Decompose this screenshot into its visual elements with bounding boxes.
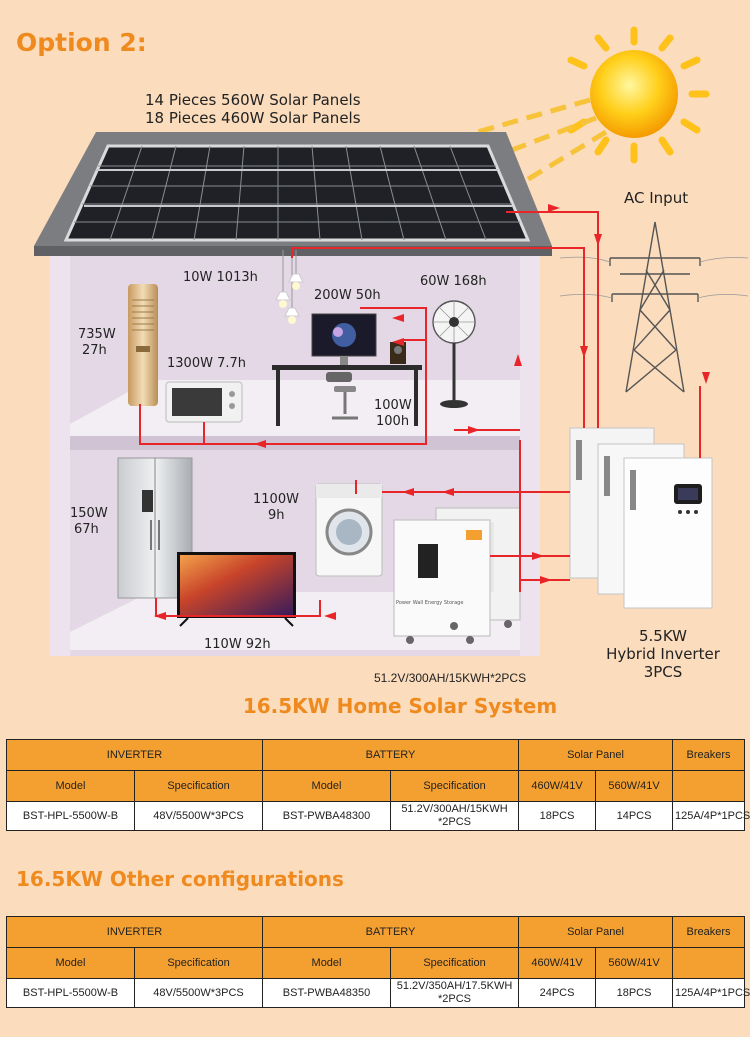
breakers-cell: 125A/4P*1PCS [672, 801, 750, 831]
battery-units-icon [393, 507, 521, 644]
power-wiring [139, 211, 701, 617]
solar-system-diagram [34, 26, 749, 656]
breakers-cell: 125A/4P*1PCS [672, 978, 750, 1008]
spec-table-other: INVERTER BATTERY Solar Panel Breakers Mo… [5, 916, 750, 1008]
battery-model-header: Model [262, 947, 392, 979]
transmission-tower-icon [609, 221, 701, 393]
other-configurations-title: 16.5KW Other configurations [16, 867, 344, 891]
ac-input-label: AC Input [624, 189, 689, 207]
battery-header: BATTERY [262, 916, 520, 948]
inverter-model-header: Model [6, 770, 135, 802]
spec-table-main: INVERTER BATTERY Solar Panel Breakers Mo… [5, 739, 750, 831]
inverter-model-cell: BST-HPL-5500W-B [6, 801, 135, 831]
solar-panels-label-line2: 18 Pieces 460W Solar Panels [145, 109, 361, 127]
microwave-label: 1300W 7.7h [167, 356, 246, 371]
panel-560-cell: 18PCS [595, 978, 674, 1008]
sun-icon [567, 26, 710, 164]
option-title: Option 2: [16, 28, 147, 57]
panel-460-header: 460W/41V [518, 947, 597, 979]
battery-header: BATTERY [262, 739, 520, 771]
inverter-spec-header: Specification [133, 947, 264, 979]
inverter-model-cell: BST-HPL-5500W-B [6, 978, 135, 1008]
battery-spec-cell: 51.2V/300AH/15KWH*2PCS [390, 801, 520, 831]
breakers-sub-header [672, 947, 746, 979]
flow-arrows [154, 204, 710, 620]
solar-panel-header: Solar Panel [518, 739, 674, 771]
inverter-header: INVERTER [5, 739, 264, 771]
breakers-sub-header [672, 770, 746, 802]
fridge-label-power: 150W [70, 506, 108, 521]
tv-label: 110W 92h [204, 637, 271, 652]
battery-model-cell: BST-PWBA48300 [262, 801, 392, 831]
inverter-spec-header: Specification [133, 770, 264, 802]
battery-label: 51.2V/300AH/15KWH*2PCS [374, 671, 527, 685]
inverter-label-type: Hybrid Inverter [606, 645, 720, 663]
ac-unit-label-hours: 27h [82, 343, 107, 358]
solar-panel-array [63, 144, 531, 242]
speaker-label-power: 100W [374, 398, 412, 413]
panel-560-cell: 14PCS [595, 801, 674, 831]
speaker-label-hours: 100h [376, 414, 410, 429]
solar-panels-label-line1: 14 Pieces 560W Solar Panels [145, 91, 361, 109]
washer-label-power: 1100W [253, 492, 299, 507]
battery-model-header: Model [262, 770, 392, 802]
battery-spec-line1: 51.2V/350AH/17.5KWH [396, 980, 513, 992]
breakers-header: Breakers [672, 739, 746, 771]
television-icon [177, 552, 296, 627]
inverter-spec-cell: 48V/5500W*3PCS [133, 978, 264, 1008]
lamp-icon [275, 250, 304, 324]
panel-460-cell: 24PCS [518, 978, 597, 1008]
inverter-spec-cell: 48V/5500W*3PCS [133, 801, 264, 831]
battery-spec-header: Specification [390, 770, 520, 802]
fridge-label-hours: 67h [74, 522, 99, 537]
table-row: BST-HPL-5500W-B 48V/5500W*3PCS BST-PWBA4… [6, 801, 750, 831]
battery-spec-line1: 51.2V/300AH/15KWH [401, 803, 508, 815]
breakers-header: Breakers [672, 916, 746, 948]
inverter-model-header: Model [6, 947, 135, 979]
inverter-label-qty: 3PCS [643, 663, 683, 681]
computer-desk-icon [272, 313, 422, 426]
panel-460-cell: 18PCS [518, 801, 597, 831]
microwave-icon [165, 381, 243, 423]
panel-560-header: 560W/41V [595, 770, 674, 802]
fan-label: 60W 168h [420, 274, 487, 289]
table-header-row: INVERTER BATTERY Solar Panel Breakers [5, 739, 746, 771]
hybrid-inverter-units-icon [569, 427, 713, 609]
table-subheader-row: Model Specification Model Specification … [6, 770, 746, 802]
battery-spec-line2: *2PCS [438, 816, 472, 828]
battery-spec-cell: 51.2V/350AH/17.5KWH*2PCS [390, 978, 520, 1008]
washing-machine-icon [315, 483, 383, 577]
panel-560-header: 560W/41V [595, 947, 674, 979]
battery-spec-header: Specification [390, 947, 520, 979]
lamp-label: 10W 1013h [183, 270, 258, 285]
solar-panel-header: Solar Panel [518, 916, 674, 948]
battery-model-cell: BST-PWBA48350 [262, 978, 392, 1008]
battery-spec-line2: *2PCS [438, 993, 472, 1005]
table-header-row: INVERTER BATTERY Solar Panel Breakers [5, 916, 746, 948]
washer-label-hours: 9h [268, 508, 285, 523]
inverter-label-power: 5.5KW [639, 627, 687, 645]
tower-air-conditioner-icon [128, 284, 158, 406]
ac-unit-label-power: 735W [78, 327, 116, 342]
battery-panel-text: Power Wall Energy Storage [396, 600, 464, 606]
table-subheader-row: Model Specification Model Specification … [6, 947, 746, 979]
table-row: BST-HPL-5500W-B 48V/5500W*3PCS BST-PWBA4… [6, 978, 750, 1008]
computer-label: 200W 50h [314, 288, 381, 303]
system-title: 16.5KW Home Solar System [242, 694, 558, 718]
panel-460-header: 460W/41V [518, 770, 597, 802]
standing-fan-icon [432, 300, 476, 408]
inverter-header: INVERTER [5, 916, 264, 948]
